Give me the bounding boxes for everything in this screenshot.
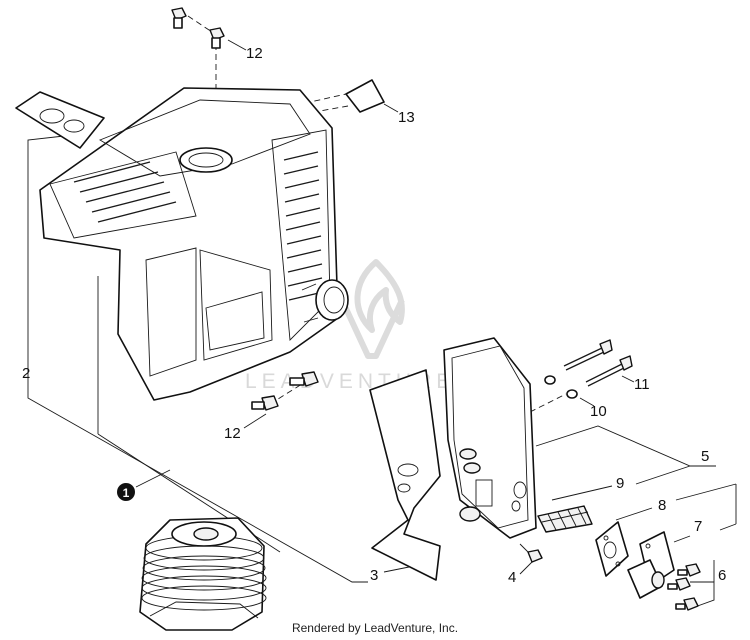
- callout-2: 2: [22, 365, 30, 382]
- cylinder: [139, 517, 267, 631]
- callout-7: 7: [694, 518, 702, 535]
- callout-12-bottom: 12: [224, 425, 241, 442]
- heat-shield: [369, 369, 441, 581]
- callout-10: 10: [590, 403, 607, 420]
- outlet-gasket: [595, 521, 629, 577]
- bolt-12-upper-b: [209, 27, 225, 49]
- callout-1-label: 1: [123, 486, 130, 500]
- muffler: [443, 337, 537, 539]
- callout-1: 1: [117, 483, 135, 501]
- callout-3: 3: [370, 567, 378, 584]
- flame-logo-icon: [339, 259, 405, 359]
- exhaust-port: [301, 279, 349, 323]
- screw-4: [519, 543, 543, 563]
- callout-5: 5: [701, 448, 709, 465]
- top-gasket: [15, 91, 105, 149]
- callout-8: 8: [658, 497, 666, 514]
- bolt-11-a: [563, 339, 613, 371]
- callout-4: 4: [508, 569, 516, 586]
- screw-6-a: [677, 563, 701, 577]
- washer-10-a: [544, 375, 556, 385]
- footer-credit: Rendered by LeadVenture, Inc.: [291, 621, 459, 635]
- screen-mesh: [541, 507, 589, 531]
- screw-6-c: [675, 597, 699, 611]
- bolt-12-lower-a: [289, 371, 319, 387]
- bolt-11-b: [585, 355, 633, 387]
- cylinder-cover: [39, 87, 349, 401]
- decal-label: [345, 79, 385, 113]
- callout-9: 9: [616, 475, 624, 492]
- bolt-12-lower-b: [251, 395, 279, 411]
- callout-12-top: 12: [246, 45, 263, 62]
- bolt-12-upper-a: [171, 7, 187, 29]
- callout-numbers: 1 2 3 4 5 6 7 8 9 10 11 12 12 13: [22, 45, 726, 586]
- callout-11: 11: [634, 376, 650, 393]
- washer-10-b: [566, 389, 578, 399]
- callout-6: 6: [718, 567, 726, 584]
- top-vent-slots: [73, 161, 177, 223]
- spark-arrestor-screen: [537, 505, 593, 533]
- callout-13: 13: [398, 109, 415, 126]
- exhaust-outlet: [627, 531, 675, 599]
- screws-6: [667, 563, 701, 611]
- screw-6-b: [667, 577, 691, 591]
